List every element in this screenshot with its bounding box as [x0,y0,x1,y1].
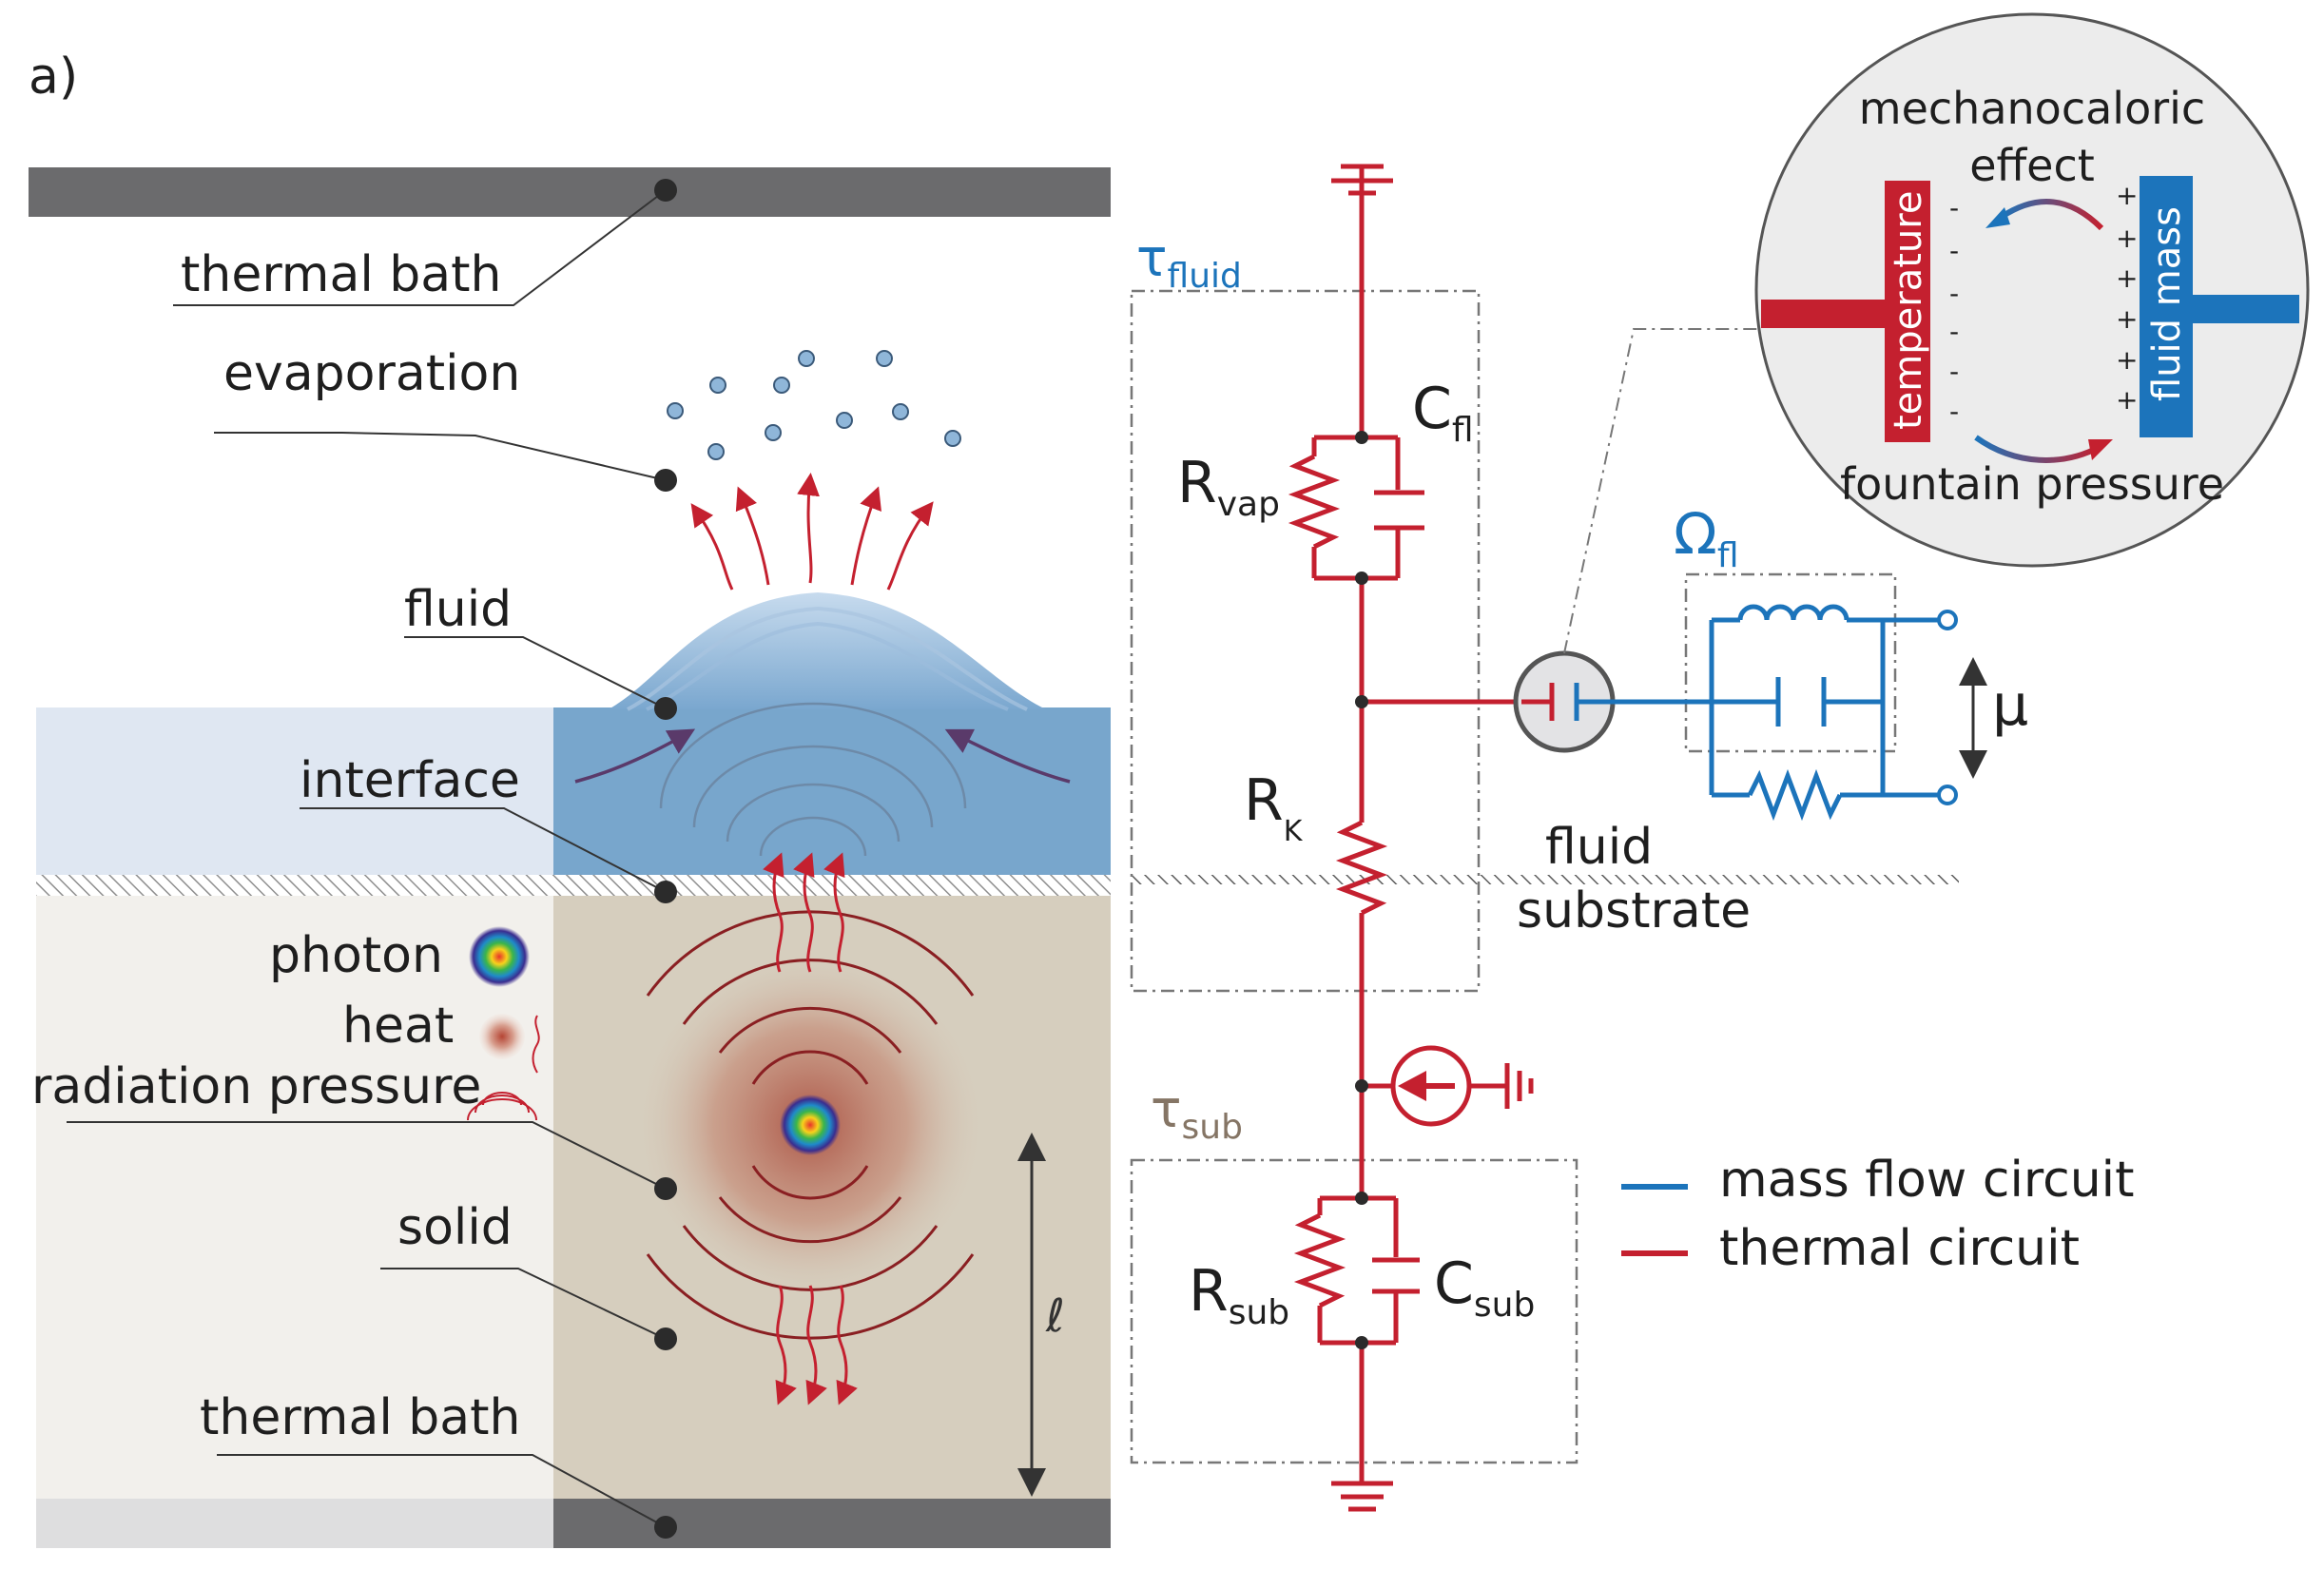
fluid-layer-light [36,707,553,875]
label-solid: solid [397,1199,513,1256]
inset-temperature: temperature [1887,191,1930,430]
length-symbol: ℓ [1045,1289,1065,1343]
fluid-mass-bar [2140,176,2193,437]
svg-text:-: - [1949,278,1959,309]
circuit-nodes [1355,431,1368,1349]
solid-layer-light [36,896,553,1499]
label-R-K: RK [1244,767,1304,848]
mechanocaloric-arrow [2000,199,2104,231]
label-fluid: fluid [404,581,512,638]
inset-fountain-pressure: fountain pressure [1840,458,2224,510]
photon-center [780,1095,841,1155]
terminal-bottom [1937,785,1958,805]
legend-mass-flow: mass flow circuit [1719,1152,2135,1209]
inset-title-line2: effect [1969,140,2095,191]
svg-text:+: + [2116,384,2138,416]
label-C-sub: Csub [1434,1250,1535,1325]
svg-text:+: + [2116,303,2138,335]
tau-fluid-box [1130,289,1481,993]
svg-text:-: - [1949,316,1959,347]
temperature-bar-stem [1761,300,1885,328]
temperature-bar [1885,181,1930,442]
svg-text:+: + [2116,180,2138,211]
label-circuit-substrate: substrate [1517,882,1751,940]
heat-icon [479,1014,525,1059]
label-interface: interface [300,752,520,809]
heat-flow-down [775,1285,858,1405]
current-source-arrow [1398,1071,1426,1101]
fluid-droplet [609,592,1046,709]
label-evaporation: evaporation [223,345,520,402]
label-radiation-pressure: radiation pressure [31,1058,481,1115]
panel-label: a) [29,48,78,106]
fluid-substrate-divider [1132,875,1959,884]
label-thermal-bath-top: thermal bath [181,246,502,303]
photon-icon [469,926,530,987]
evaporated-particles [667,350,961,460]
label-photon: photon [269,927,443,984]
terminal-top [1937,610,1958,630]
charge-signs: - - - - - - + + + + + + [1949,180,2138,427]
thermal-bath-bottom-bar [553,1499,1111,1548]
radiation-pressure-icon [467,1092,537,1121]
label-heat: heat [342,998,454,1055]
fluid-mass-bar-stem [2193,295,2299,323]
svg-text:-: - [1949,192,1959,223]
svg-text:+: + [2116,262,2138,294]
label-R-vap: Rvap [1177,450,1280,524]
evaporation-arrows [690,473,934,591]
label-mu: μ [1992,672,2028,739]
legend-thermal: thermal circuit [1719,1220,2080,1277]
label-C-fl: Cfl [1412,376,1474,450]
label-R-sub: Rsub [1189,1258,1289,1332]
tau-fluid-label: τfluid [1136,228,1242,296]
mass-flow-circuit [1577,604,1940,822]
heat-flow-up [763,852,845,973]
thermal-circuit [1288,164,1534,1512]
tau-sub-box [1130,1158,1578,1464]
svg-text:-: - [1949,356,1959,387]
svg-text:+: + [2116,344,2138,376]
svg-text:-: - [1949,396,1959,427]
svg-text:-: - [1949,235,1959,266]
vacuum-region [29,217,1111,707]
label-circuit-fluid: fluid [1545,819,1653,876]
fountain-pressure-arrow [1974,435,2101,463]
inset-fluid-mass: fluid mass [2145,206,2189,401]
tau-sub-label: τsub [1151,1079,1243,1147]
leader-lines [67,179,677,1539]
svg-text:+: + [2116,223,2138,254]
omega-box [1684,572,1897,753]
interface-hatch [36,875,1111,896]
thermal-bath-bottom-light [36,1499,553,1548]
inset-title-line1: mechanocaloric [1859,83,2205,134]
fluid-layer [553,707,1111,875]
thermal-bath-top-bar [29,167,1111,217]
label-Omega-fl: Ωfl [1674,501,1739,575]
label-thermal-bath-bottom: thermal bath [200,1389,521,1446]
